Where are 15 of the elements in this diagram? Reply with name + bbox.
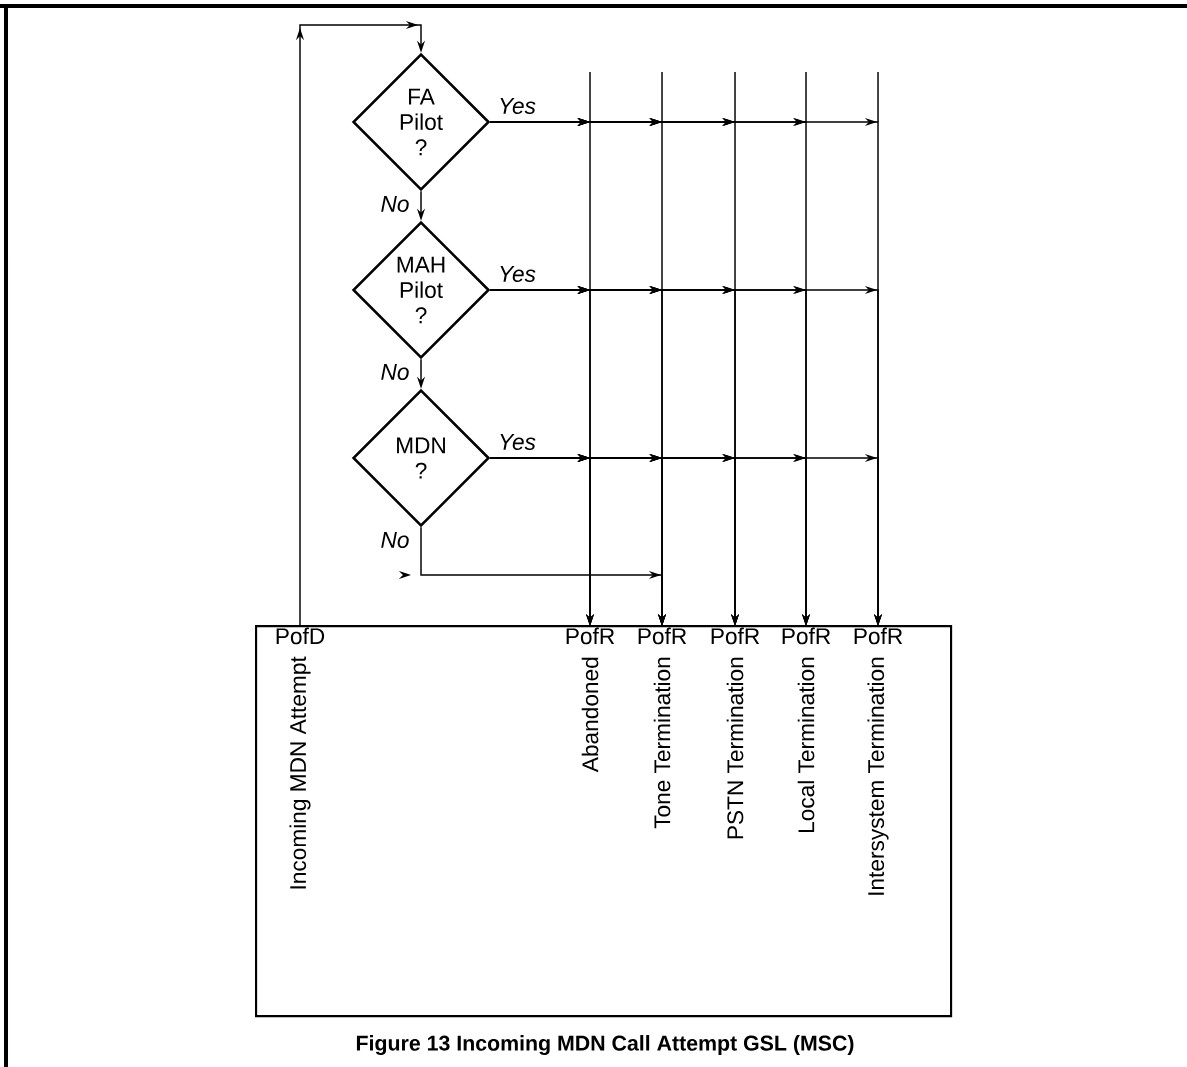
edge-label: Yes	[496, 432, 538, 452]
edge-label: Yes	[496, 264, 538, 284]
edge-label: No	[379, 362, 411, 382]
point-label: PofR PSTN Termination	[711, 627, 760, 839]
point-label: PofR Local Termination	[782, 627, 831, 832]
point-label: PofR Tone Termination	[638, 627, 687, 829]
arrow	[295, 20, 426, 627]
figure-caption: Figure 13 Incoming MDN Call Attempt GSL (MSC)	[356, 1035, 854, 1055]
point-label: PofD Incoming MDN Attempt	[276, 627, 325, 889]
point-label: PofR Abandoned	[566, 627, 615, 773]
point-label: PofR Intersystem Termination	[854, 627, 903, 895]
edge-label: No	[379, 194, 411, 214]
edge-label: No	[379, 530, 411, 550]
edge-label: Yes	[496, 96, 538, 116]
state-box	[255, 625, 953, 1018]
